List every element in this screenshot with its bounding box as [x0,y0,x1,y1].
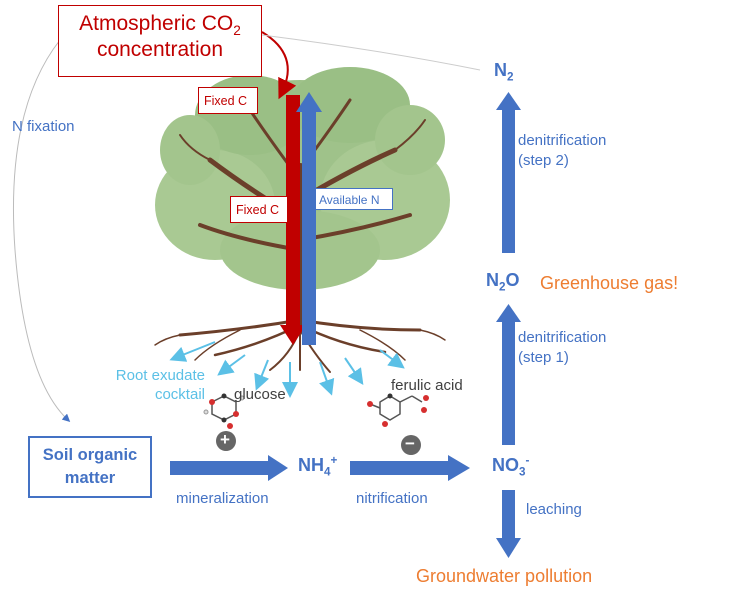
co2-subscript: 2 [233,23,241,39]
mineralization-arrow [170,455,288,481]
negative-effect-icon [401,435,421,455]
fixed-c-bottom-label: Fixed C [236,203,280,217]
denitrification-step1-line2: (step 1) [518,349,569,367]
greenhouse-gas-label: Greenhouse gas! [540,273,679,293]
denitrification-step2-line1: denitrification [518,132,607,149]
soil-organic-matter-line2: matter [64,469,116,487]
nh4-main: NH [298,455,324,475]
no3-subscript: 3 [519,465,526,479]
root-exudate-line1: Root exudate [115,367,205,384]
groundwater-pollution-label: Groundwater pollution [416,566,593,586]
fixed-c-bottom-box: Fixed C [230,196,288,223]
glucose-label: glucose [234,386,286,403]
root-exudate-label: Root exudate cocktail [105,367,205,404]
n2-label: N2 [494,60,514,84]
n2o-label: N2O [486,270,520,294]
n2-subscript: 2 [507,70,514,84]
leaching-arrow [496,490,521,558]
ferulic-acid-label: ferulic acid [391,377,463,394]
glucose-molecule-icon [203,393,245,429]
n2-main: N [494,60,507,80]
co2-box: Atmospheric CO2 concentration [58,5,262,77]
no3-label: NO3- [492,454,529,479]
n-fixation-arrow [12,39,71,423]
n-fixation-label: N fixation [12,118,75,135]
ferulic-acid-molecule-icon [367,393,429,427]
no3-superscript: - [525,454,530,467]
soil-organic-matter-line1: Soil organic [42,446,138,464]
denitrification-step1-line1: denitrification [518,329,607,346]
denitrification-step2-arrow [496,92,521,253]
n2o-tail: O [505,270,520,290]
co2-curved-arrow [261,31,297,100]
available-n-box: Available N [315,188,393,210]
denitrification-step1-arrow [496,304,521,445]
no3-main: NO [492,455,519,475]
soil-organic-matter-box: Soil organic matter [28,436,152,498]
denitrification-step2-line2: (step 2) [518,152,569,170]
available-n-label: Available N [319,193,380,207]
root-exudate-line2: cocktail [154,386,205,404]
fixed-c-top-label: Fixed C [204,94,248,108]
nitrification-label: nitrification [356,490,428,507]
mineralization-label: mineralization [176,490,269,507]
n2o-main: N [486,270,499,290]
co2-label: Atmospheric CO [79,12,234,35]
denitrification-step1-label: denitrification (step 1) [518,329,606,367]
denitrification-step2-label: denitrification (step 2) [518,132,606,170]
nh4-label: NH4+ [298,454,337,479]
fixed-c-arrow [280,95,306,345]
exudate-arrows [169,341,405,398]
available-n-arrow [296,92,322,345]
positive-effect-icon [216,431,236,451]
nh4-subscript: 4 [324,465,331,479]
co2-n2-connector [261,34,481,71]
n2o-subscript: 2 [499,280,506,294]
plus-symbol: + [220,430,230,449]
nitrification-arrow [350,455,470,481]
co2-label-line2: concentration [96,38,224,62]
leaching-label: leaching [526,501,582,518]
nh4-superscript: + [330,454,338,467]
minus-symbol: − [405,434,415,453]
fixed-c-top-box: Fixed C [198,87,258,114]
